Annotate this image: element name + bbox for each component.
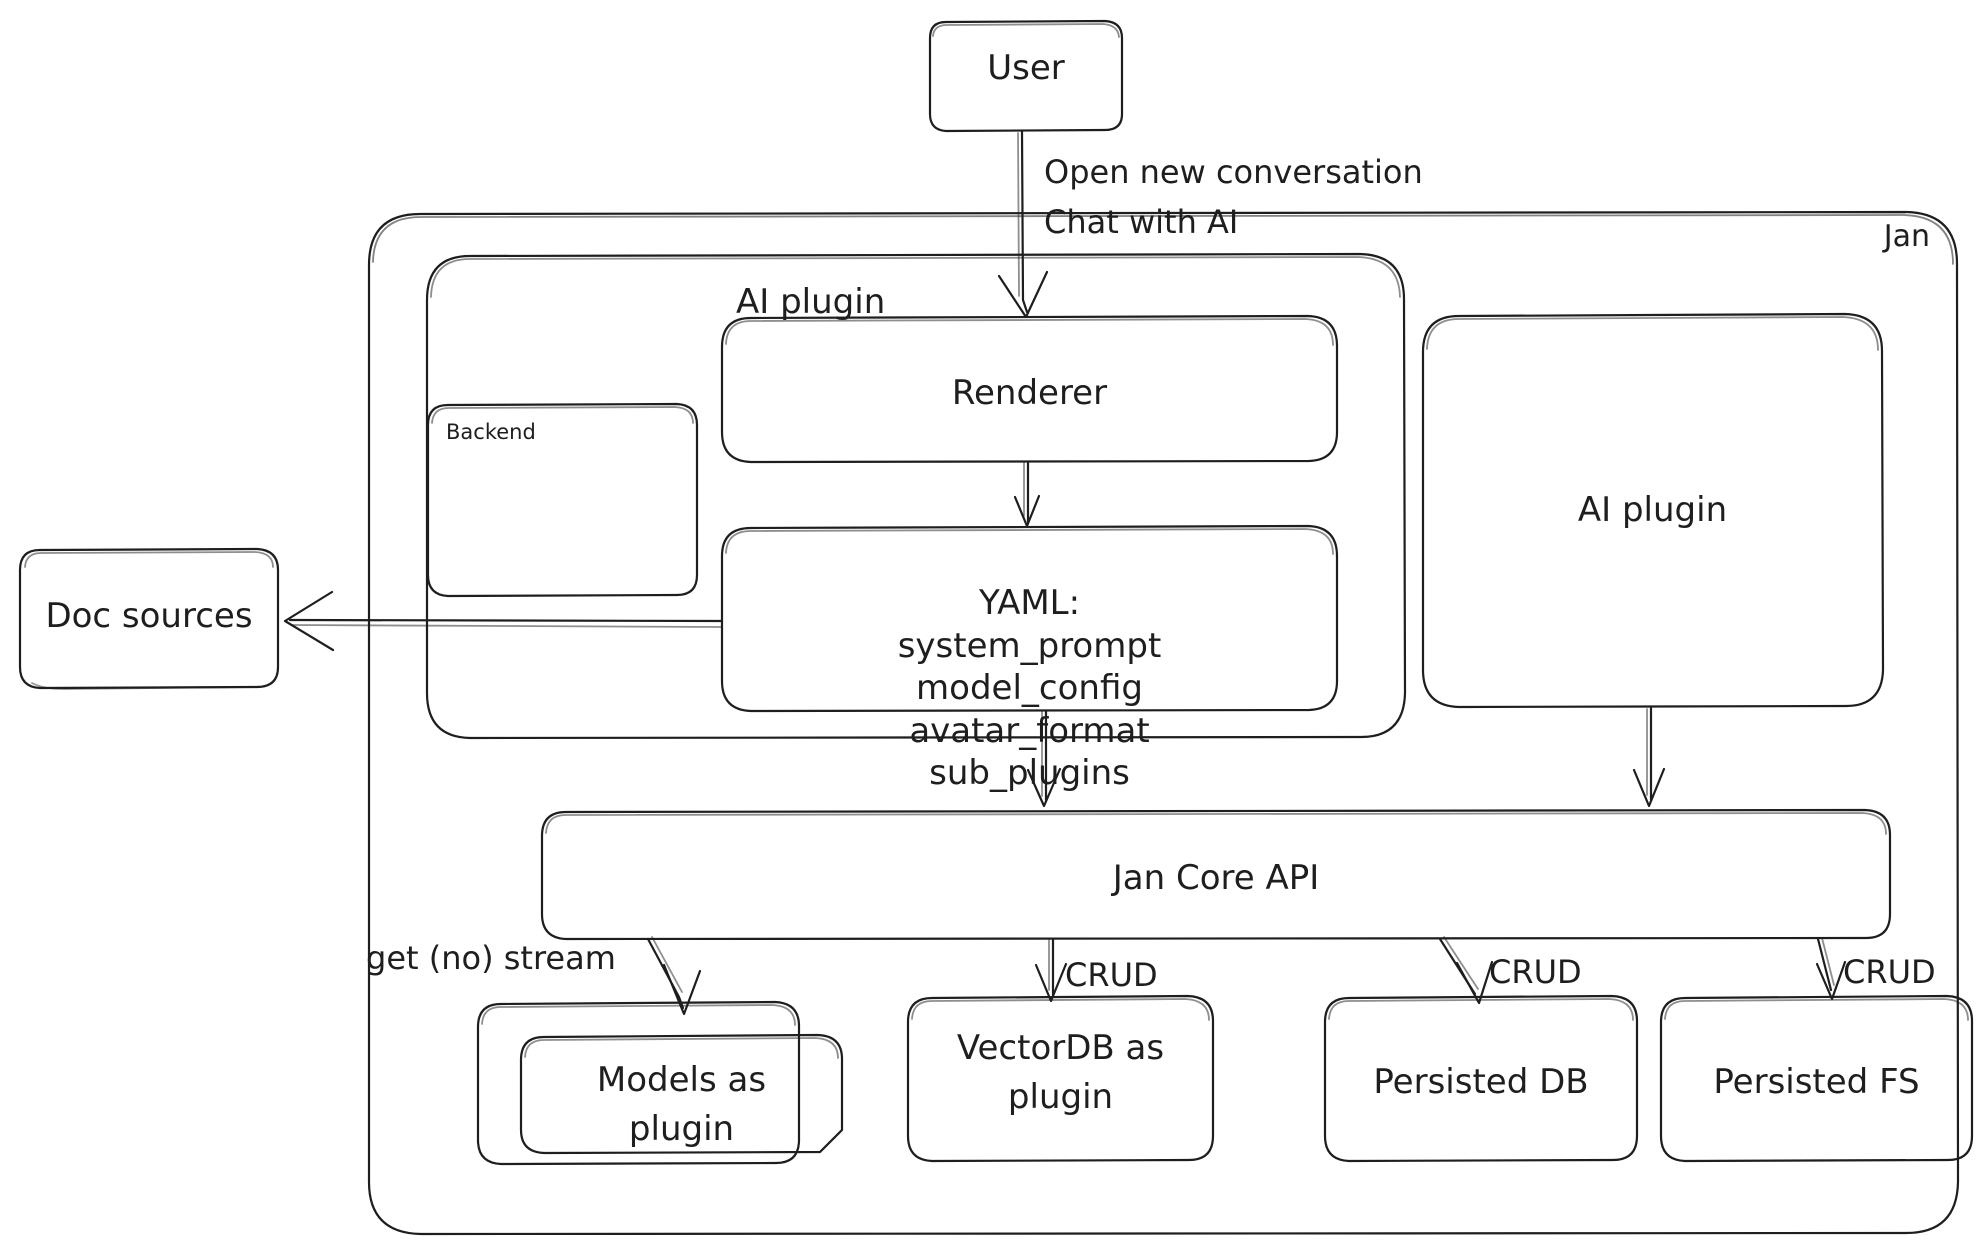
node-backend-shape [720,524,1339,713]
edge-jan-core-api-to-persisted-fs [1815,937,1847,1001]
edge-jan-core-api-to-vectordb [1034,937,1068,1003]
node-backend[interactable] [722,526,1337,711]
edge-jan-core-api-to-models [646,936,702,1016]
node-ai-plugin[interactable] [1423,314,1882,707]
edge-backend-to-doc-sources [283,590,724,652]
node-ai-plugin-shape [1421,312,1885,709]
node-jan-core-api-shape [540,808,1892,941]
node-jan-core-api[interactable] [542,810,1890,939]
edge-user-to-renderer [997,129,1049,319]
node-models-as-plugin[interactable] [478,1002,842,1164]
edge-renderer-to-backend [1013,460,1041,528]
edge-jan-core-api-to-persisted-db [1438,936,1494,1005]
node-vectordb-as-plugin[interactable] [908,996,1213,1161]
node-doc-sources-shape [18,547,280,691]
node-models-as-plugin-shape [476,1000,844,1166]
node-user[interactable] [930,21,1122,131]
node-persisted-fs[interactable] [1661,996,1972,1161]
node-yaml[interactable] [428,404,697,596]
node-doc-sources[interactable] [20,549,278,688]
container-ai-plugin-group [425,252,1407,740]
edge-backend-to-jan-core-api [1026,709,1062,808]
node-vectordb-as-plugin-shape [906,994,1215,1163]
container-jan [367,210,1960,1236]
edge-ai-plugin-to-jan-core-api [1632,705,1666,808]
node-user-shape [928,19,1124,133]
node-renderer[interactable] [722,316,1337,462]
node-renderer-shape [720,314,1339,464]
node-yaml-shape [426,402,699,598]
node-persisted-db[interactable] [1325,996,1637,1161]
node-persisted-fs-shape [1659,994,1974,1163]
